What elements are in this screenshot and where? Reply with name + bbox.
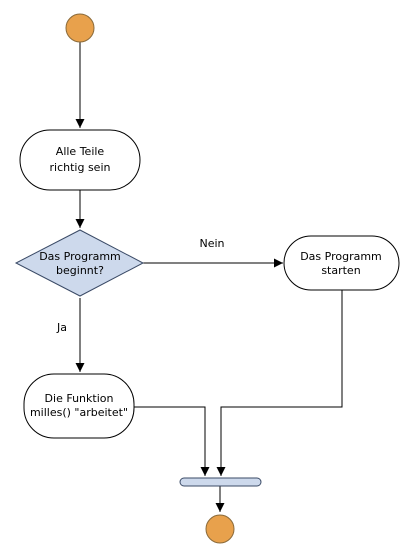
action-node-function-works-line-1: Die Funktion: [45, 392, 114, 405]
decision-node-line-2: beginnt?: [56, 264, 104, 277]
join-bar: [179, 477, 262, 487]
action-node-check-parts-line-2: richtig sein: [50, 161, 111, 174]
decision-node-line-1: Das Programm: [39, 250, 121, 263]
action-node-start-program-line-1: Das Programm: [300, 250, 382, 263]
edge-label-ja: Ja: [56, 321, 67, 334]
edge-function-works-to-join: [134, 406, 210, 476]
action-node-start-program: [283, 235, 400, 291]
action-node-check-parts: [19, 129, 141, 191]
action-node-check-parts-line-1: Alle Teile: [56, 145, 105, 158]
action-node-function-works: [23, 373, 135, 439]
initial-node: [65, 13, 95, 43]
edge-label-nein: Nein: [199, 237, 224, 250]
action-node-start-program-line-2: starten: [321, 264, 360, 277]
decision-node: [14, 229, 145, 297]
final-node: [205, 514, 235, 544]
action-node-function-works-line-2: milles() "arbeitet": [30, 406, 128, 419]
edge-start-program-to-join: [216, 290, 343, 476]
